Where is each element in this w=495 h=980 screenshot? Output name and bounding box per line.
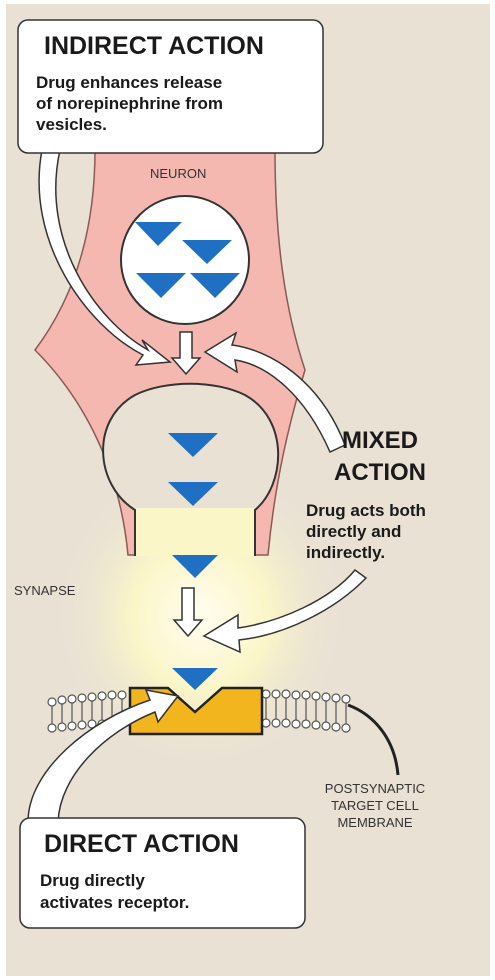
- direct-action-line1: Drug directly: [40, 871, 145, 890]
- indirect-action-line2: of norepinephrine from: [36, 94, 223, 113]
- mixed-action-line1: Drug acts both: [306, 501, 426, 520]
- synaptic-opening: [136, 508, 254, 556]
- mixed-action-title-line2: ACTION: [334, 459, 426, 486]
- mixed-action-title-line1: MIXED: [342, 427, 418, 454]
- mixed-action-line2: directly and: [306, 522, 401, 541]
- indirect-action-line1: Drug enhances release: [36, 73, 222, 92]
- postsynaptic-label-line2: TARGET CELL: [331, 798, 419, 813]
- mixed-action-line3: indirectly.: [306, 543, 385, 562]
- synapse-label: SYNAPSE: [14, 583, 76, 598]
- direct-action-title: DIRECT ACTION: [44, 830, 239, 858]
- indirect-action-title: INDIRECT ACTION: [44, 32, 264, 60]
- neuron-label: NEURON: [150, 166, 206, 181]
- direct-action-line2: activates receptor.: [40, 893, 189, 912]
- postsynaptic-label-line1: POSTSYNAPTIC: [325, 781, 425, 796]
- postsynaptic-label-line3: MEMBRANE: [337, 815, 412, 830]
- indirect-action-line3: vesicles.: [36, 115, 107, 134]
- vesicle: [121, 196, 249, 324]
